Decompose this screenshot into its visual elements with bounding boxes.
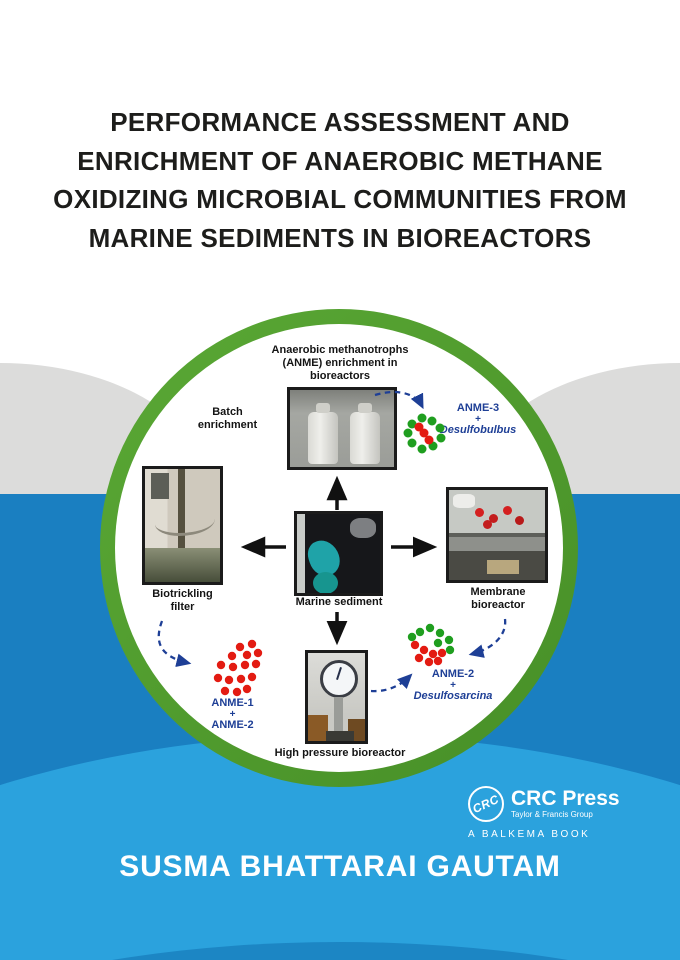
membrane-line1: Membrane bbox=[470, 586, 526, 598]
glove-icon bbox=[313, 572, 338, 593]
publisher-group: Taylor & Francis Group bbox=[511, 810, 593, 819]
anme3-species: Desulfobulbus bbox=[439, 424, 517, 436]
photo-highlight bbox=[453, 494, 475, 508]
biotrickling-line1: Biotrickling bbox=[152, 588, 213, 600]
bench-item-icon bbox=[487, 560, 519, 574]
serum-bottle-icon bbox=[308, 403, 338, 464]
bench-clutter-icon bbox=[145, 548, 220, 582]
anme3-name: ANME-3 bbox=[456, 402, 500, 414]
anme-enrichment-label: Anaerobic methanotrophs (ANME) enrichmen… bbox=[240, 344, 440, 383]
anme2a-name: ANME-2 bbox=[211, 719, 254, 731]
crc-logo-icon: CRC bbox=[468, 786, 504, 822]
anme12-plus: + bbox=[229, 709, 236, 720]
title-line-3: OXIDIZING MICROBIAL COMMUNITIES FROM bbox=[53, 184, 627, 214]
anme3-label: ANME-3 + Desulfobulbus bbox=[423, 402, 533, 437]
photo-edge-highlight bbox=[297, 514, 305, 593]
high-pressure-label: High pressure bioreactor bbox=[260, 747, 420, 760]
anme2-plus: + bbox=[450, 680, 456, 691]
batch-bottles-photo bbox=[287, 387, 397, 470]
red-valves-icon bbox=[475, 508, 484, 517]
marine-sediment-photo bbox=[294, 511, 383, 596]
bench-shadow-icon bbox=[326, 731, 354, 741]
anme-enrichment-line2: (ANME) enrichment in bbox=[282, 357, 398, 369]
publisher-name: CRC Press bbox=[511, 787, 620, 810]
membrane-bioreactor-photo bbox=[446, 487, 548, 583]
title-line-2: ENRICHMENT OF ANAEROBIC METHANE bbox=[77, 145, 603, 176]
high-pressure-text: High pressure bioreactor bbox=[274, 747, 406, 759]
batch-enrichment-label: Batch enrichment bbox=[180, 406, 275, 432]
marine-sediment-label: Marine sediment bbox=[280, 596, 398, 609]
book-title: PERFORMANCE ASSESSMENT AND ENRICHMENT OF… bbox=[0, 103, 680, 257]
biotrickling-filter-label: Biotrickling filter bbox=[135, 588, 230, 614]
membrane-line2: bioreactor bbox=[471, 599, 525, 611]
biotrickling-filter-photo bbox=[142, 466, 223, 585]
high-pressure-bioreactor-photo bbox=[305, 650, 368, 744]
biotrickling-line2: filter bbox=[170, 601, 195, 613]
tubing-icon bbox=[155, 507, 215, 536]
anme2-label: ANME-2 + Desulfosarcina bbox=[398, 668, 508, 703]
publisher-block: CRC CRC Press Taylor & Francis Group A B… bbox=[468, 786, 648, 840]
shelf-icon bbox=[449, 533, 545, 538]
photo-highlight bbox=[350, 518, 376, 538]
serum-bottle-icon bbox=[350, 403, 380, 464]
anme2-species: Desulfosarcina bbox=[413, 690, 493, 702]
anme2-name: ANME-2 bbox=[431, 668, 475, 680]
batch-line1: Batch bbox=[212, 406, 243, 418]
anme-enrichment-line1: Anaerobic methanotrophs bbox=[271, 344, 409, 356]
batch-line2: enrichment bbox=[197, 419, 258, 431]
membrane-bioreactor-label: Membrane bioreactor bbox=[448, 586, 548, 612]
author-name: SUSMA BHATTARAI GAUTAM bbox=[119, 850, 561, 883]
crc-monogram: CRC bbox=[470, 791, 502, 817]
pressure-gauge-icon bbox=[320, 660, 358, 698]
publisher-imprint: A BALKEMA BOOK bbox=[468, 829, 591, 840]
anme1-name: ANME-1 bbox=[211, 697, 254, 709]
window-icon bbox=[151, 473, 169, 499]
anme12-label: ANME-1 + ANME-2 bbox=[195, 697, 270, 732]
anme3-plus: + bbox=[475, 414, 481, 425]
anme-enrichment-line3: bioreactors bbox=[310, 370, 370, 382]
title-line-1: PERFORMANCE ASSESSMENT AND bbox=[110, 107, 570, 137]
bench-item-icon bbox=[308, 715, 328, 741]
reactor-stem-icon bbox=[334, 697, 343, 741]
title-line-4: MARINE SEDIMENTS IN BIOREACTORS bbox=[88, 222, 592, 253]
marine-sediment-text: Marine sediment bbox=[295, 596, 383, 608]
